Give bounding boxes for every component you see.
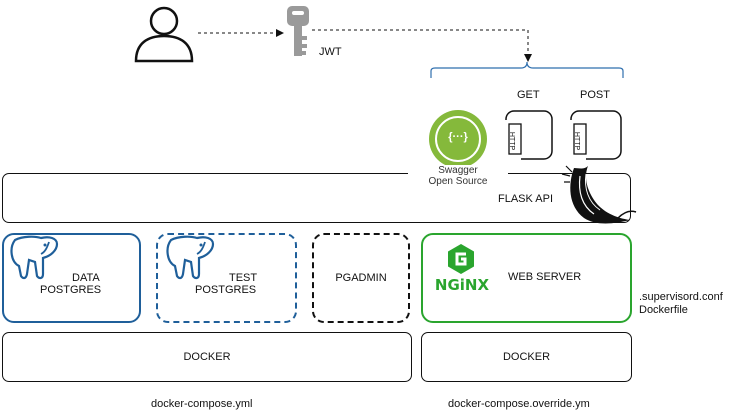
post-endpoint-icon xyxy=(570,110,622,160)
api-group-brace xyxy=(430,61,624,78)
get-label: GET xyxy=(517,89,540,101)
jwt-label: JWT xyxy=(319,46,342,58)
nginx-logo-icon xyxy=(448,244,474,274)
data-postgres-label: DATA POSTGRES xyxy=(40,272,110,296)
swagger-glyph: {···} xyxy=(448,131,468,143)
get-endpoint-icon xyxy=(505,110,553,160)
swagger-label: Swagger Open Source xyxy=(408,165,508,191)
web-server-container xyxy=(421,233,632,323)
flask-api-label: FLASK API xyxy=(498,193,554,205)
docker-left-container: DOCKER xyxy=(2,332,412,382)
jwt-to-api-arrow xyxy=(312,29,532,62)
docker-right-container: DOCKER xyxy=(421,332,632,382)
flask-logo-icon xyxy=(561,165,637,224)
flask-api-container xyxy=(2,173,631,223)
docker-right-label: DOCKER xyxy=(502,351,551,363)
user-icon xyxy=(134,6,194,63)
get-http-badge: HTTP xyxy=(508,131,515,151)
pgadmin-container: PGADMIN xyxy=(312,233,410,323)
test-postgres-container xyxy=(156,233,297,323)
test-postgres-line2: POSTGRES xyxy=(195,284,257,296)
data-postgres-line2: POSTGRES xyxy=(40,284,102,296)
supervisord-file-label: .supervisord.conf xyxy=(639,291,723,303)
swagger-logo-icon xyxy=(429,110,487,168)
docker-compose-override-label: docker-compose.override.ym xyxy=(448,398,590,410)
swagger-label-line1: Swagger xyxy=(438,165,478,176)
pgadmin-label: PGADMIN xyxy=(335,272,387,284)
post-http-badge: HTTP xyxy=(573,131,580,151)
post-label: POST xyxy=(580,89,610,101)
test-postgres-elephant-icon xyxy=(166,235,215,280)
data-postgres-elephant-icon xyxy=(10,235,59,280)
docker-left-label: DOCKER xyxy=(183,351,231,363)
key-icon xyxy=(287,6,309,56)
data-postgres-line1: DATA xyxy=(72,272,100,284)
nginx-logo-text: NGiNX xyxy=(434,276,490,294)
web-server-label: WEB SERVER xyxy=(508,271,582,283)
data-postgres-container xyxy=(2,233,141,323)
test-postgres-line1: TEST xyxy=(229,272,258,284)
dockerfile-label: Dockerfile xyxy=(639,304,688,316)
user-to-jwt-arrow xyxy=(198,29,284,37)
test-postgres-label: TEST POSTGRES xyxy=(195,272,265,296)
swagger-label-line2: Open Source xyxy=(428,176,488,187)
docker-compose-label: docker-compose.yml xyxy=(151,398,253,410)
